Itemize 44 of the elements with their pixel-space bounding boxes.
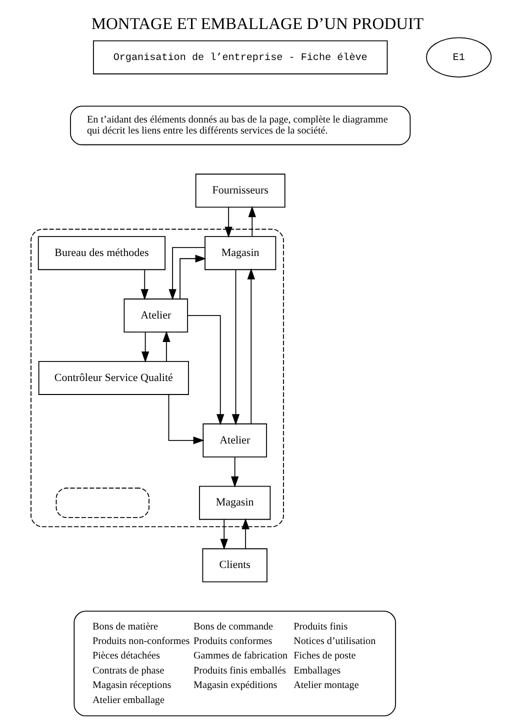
node-box: Contrôleur Service Qualité <box>38 360 189 395</box>
arrow <box>242 518 250 549</box>
label: Produits conformes <box>194 636 272 648</box>
label: En t’aidant des éléments donnés au bas de la page, complète le diagramme qui décrit les liens entre les différents services de la société. <box>87 114 388 137</box>
arrow <box>187 315 224 426</box>
node-box: Fournisseurs <box>195 174 286 208</box>
arrow <box>232 269 240 426</box>
label: Pièces détachées <box>92 650 160 662</box>
diagram-title: MONTAGE ET EMBALLAGE D’UN PRODUIT <box>91 14 424 34</box>
node-box: Atelier <box>202 423 267 458</box>
arrow <box>220 519 228 550</box>
node-box: Bureau des méthodes <box>38 236 166 270</box>
arrow <box>180 254 206 300</box>
label: Produits finis emballés <box>194 665 286 676</box>
label: Notices d’utilisation <box>294 636 376 648</box>
node-box: Clients <box>202 548 268 582</box>
label: Bons de matière <box>92 621 158 632</box>
label: Gammes de fabrication <box>194 650 288 662</box>
label: Contrats de phase <box>92 665 164 676</box>
node-box: Magasin <box>199 486 271 520</box>
label: Emballages <box>294 665 341 676</box>
label: Atelier emballage <box>92 694 164 706</box>
arrow <box>248 206 256 237</box>
label: Bons de commande <box>194 621 274 632</box>
label: Produits non-conformes <box>92 636 190 648</box>
arrow <box>247 268 255 424</box>
arrow <box>224 206 232 238</box>
label: Magasin expéditions <box>194 680 278 692</box>
arrow <box>168 247 206 300</box>
arrow <box>141 332 150 363</box>
node-box <box>56 488 150 518</box>
arrow <box>162 330 170 362</box>
arrow <box>168 394 204 444</box>
label: E1 <box>452 52 465 64</box>
label: Atelier montage <box>294 680 359 692</box>
label: Organisation de l’entreprise - Fiche élève <box>113 52 368 64</box>
label: Magasin réceptions <box>92 680 172 692</box>
cluster <box>30 228 284 528</box>
arrow <box>140 269 148 300</box>
label: Produits finis <box>294 621 348 632</box>
node-box: Atelier <box>124 298 188 333</box>
node-box: Magasin <box>204 236 276 270</box>
arrow <box>230 456 239 488</box>
label: Fiches de poste <box>294 650 356 662</box>
